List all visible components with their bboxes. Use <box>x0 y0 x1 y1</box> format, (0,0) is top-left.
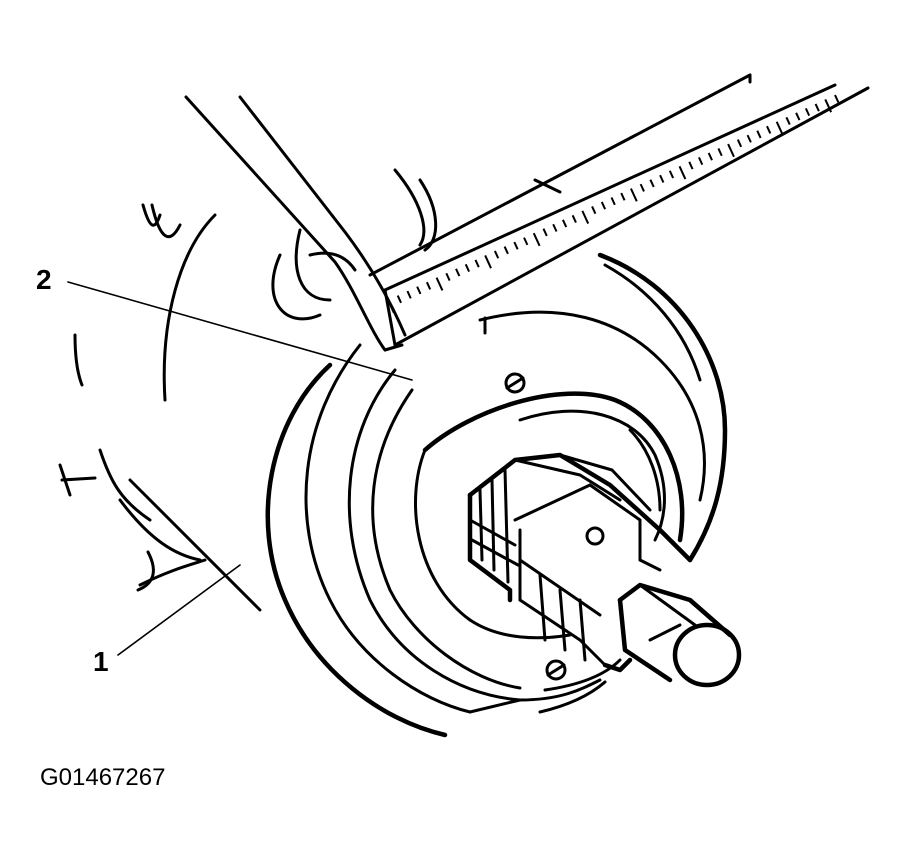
leader-lines <box>67 281 413 656</box>
ruler-tick <box>591 205 597 215</box>
leader-1 <box>117 564 241 656</box>
drum-housing <box>265 252 728 738</box>
ruler-tick <box>678 165 687 180</box>
ruler-tick <box>736 139 743 148</box>
ruler-tick <box>552 223 558 232</box>
ruler-tick <box>396 295 402 304</box>
feeler-tool <box>184 95 407 352</box>
ruler-tick <box>649 179 655 188</box>
ruler-tick <box>668 170 675 179</box>
ruler-tick <box>814 103 820 112</box>
ruler-tick <box>804 107 811 117</box>
ruler-tick <box>474 259 480 268</box>
ruler-tick <box>542 228 548 237</box>
ruler-tick <box>785 116 791 125</box>
ruler-tick <box>445 272 451 281</box>
ruler-tick <box>455 268 461 277</box>
ruler-tick <box>659 174 665 183</box>
ruler-tick <box>756 130 762 139</box>
ruler-tick <box>523 237 529 246</box>
ruler-tick <box>698 156 704 166</box>
ruler-tick <box>493 250 500 259</box>
splined-shaft <box>467 452 693 673</box>
ruler-tick <box>610 197 616 206</box>
ruler-tick <box>600 201 607 210</box>
ruler-tick <box>766 125 772 134</box>
ruler-tick <box>639 183 645 192</box>
ruler-tick <box>824 99 833 113</box>
callout-1: 1 <box>93 646 109 677</box>
ruler-tick <box>727 143 735 158</box>
ruler-tick <box>707 152 713 161</box>
ruler-tick <box>775 121 784 135</box>
ruler-tick <box>513 241 519 250</box>
ruler-tick <box>503 246 509 255</box>
ruler-tick <box>620 192 626 201</box>
figure-code: G01467267 <box>40 764 165 791</box>
shaft-end <box>617 582 742 688</box>
ruler-tick <box>406 290 412 299</box>
bolt-heads <box>504 372 567 681</box>
ruler-tick <box>416 286 422 295</box>
ruler-ticks <box>387 94 840 314</box>
ruler-tick <box>484 255 492 269</box>
ruler-tick <box>688 161 694 170</box>
ruler-tick <box>746 134 752 143</box>
ruler-tick <box>571 214 577 224</box>
ruler-tick <box>630 188 638 202</box>
ruler-tick <box>464 263 470 273</box>
ruler-tick <box>795 112 801 121</box>
ruler-tick <box>387 299 395 314</box>
ruler-tick <box>581 210 590 225</box>
inner-bearing-ring <box>414 391 685 640</box>
ruler-tick <box>717 148 723 157</box>
straight-edge-ruler <box>368 73 870 347</box>
leader-2 <box>67 281 413 381</box>
ruler-tick <box>562 219 568 228</box>
ruler-tick <box>435 277 444 291</box>
ruler-tick <box>425 281 432 290</box>
ruler-tick <box>532 232 541 247</box>
housing-sketch <box>58 168 562 612</box>
callout-2: 2 <box>36 264 52 295</box>
ruler-tick <box>834 94 840 103</box>
